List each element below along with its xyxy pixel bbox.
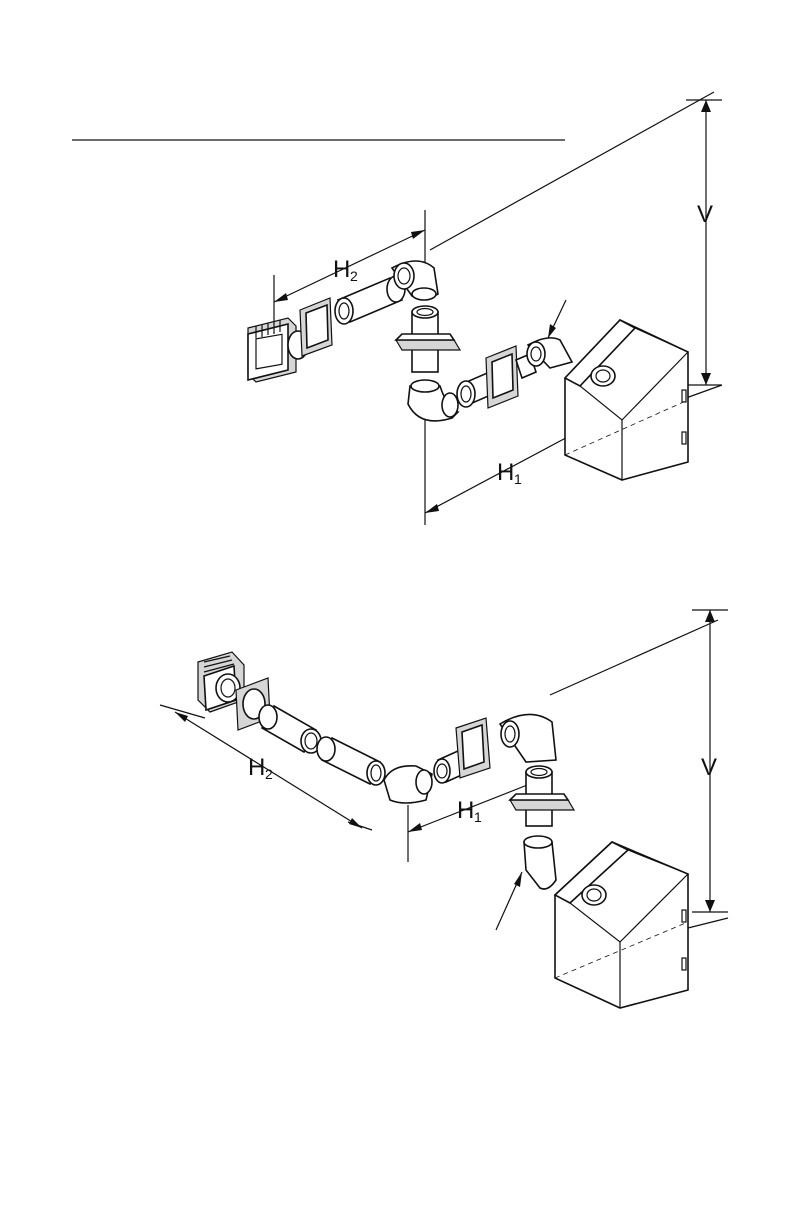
bottom-h1-label: H — [457, 797, 474, 824]
bottom-vent-figure: V H 2 H 1 — [160, 610, 728, 1008]
top-wall-terminal — [248, 318, 308, 382]
bottom-pipe-h1 — [434, 718, 490, 783]
top-vertical-pipe — [396, 306, 460, 372]
top-wall-plate — [300, 298, 332, 356]
top-appliance — [565, 320, 688, 480]
top-lower-elbow — [408, 380, 458, 421]
top-h1-subscript: 1 — [514, 471, 522, 487]
bottom-vertical-pipe — [510, 766, 574, 826]
bottom-upper-elbow — [500, 714, 556, 762]
bottom-pipe-h2-b — [317, 737, 385, 785]
bottom-appliance-elbow — [496, 836, 556, 930]
top-pipe-h2 — [335, 276, 405, 324]
bottom-pipe-h2-a — [259, 705, 321, 753]
top-h2-label: H — [333, 256, 350, 283]
top-h1-label: H — [497, 459, 514, 486]
bottom-h2-subscript: 2 — [265, 766, 273, 782]
top-pipe-h1 — [457, 346, 536, 408]
bottom-v-label: V — [701, 754, 717, 781]
bottom-appliance — [555, 842, 688, 1008]
top-h2-subscript: 2 — [350, 268, 358, 284]
top-vent-figure: V H 2 H 1 — [72, 92, 722, 525]
bottom-h1-subscript: 1 — [474, 809, 482, 825]
top-appliance-elbow — [527, 300, 572, 368]
top-v-label: V — [697, 201, 713, 228]
bottom-corner-elbow — [384, 766, 432, 803]
bottom-h2-label: H — [248, 754, 265, 781]
